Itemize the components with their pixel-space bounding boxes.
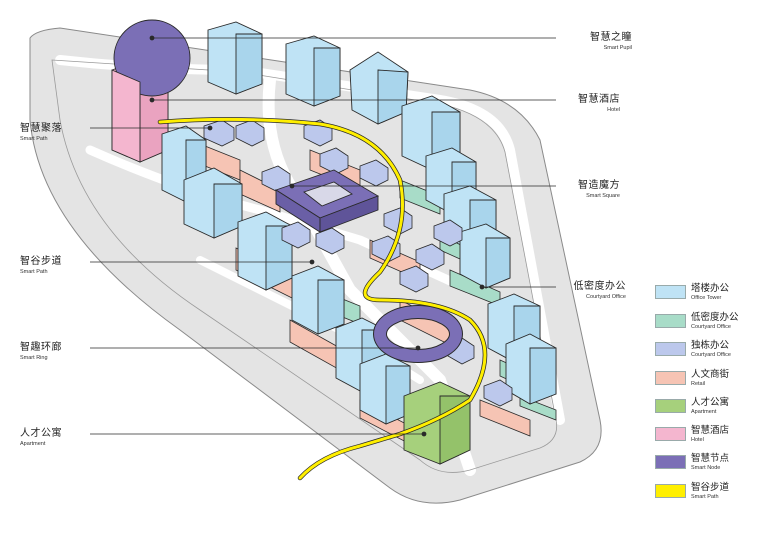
callout-zh: 人才公寓 bbox=[20, 428, 62, 439]
legend-en: Apartment bbox=[691, 408, 717, 415]
callout-zh: 智慧之瞳 bbox=[590, 32, 632, 43]
callout-zh: 智慧酒店 bbox=[578, 94, 620, 105]
apartment-tower bbox=[403, 381, 471, 465]
callout-en: Smart Square bbox=[586, 193, 620, 199]
legend-zh: 人才公寓 bbox=[691, 397, 730, 408]
legend-swatch bbox=[655, 427, 686, 441]
legend-en: Office Tower bbox=[691, 294, 722, 301]
callout-courtyard-office: 低密度办公 Courtyard Office bbox=[560, 281, 627, 301]
callout-zh: 智造魔方 bbox=[578, 180, 620, 191]
callout-smart-ring: 智趣环廊 Smart Ring bbox=[20, 343, 90, 362]
callout-apartment: 人才公寓 Apartment bbox=[20, 429, 90, 448]
legend-en: Retail bbox=[691, 380, 706, 387]
legend-swatch bbox=[655, 314, 686, 328]
callout-zh: 智谷步道 bbox=[20, 256, 62, 267]
smart-pupil-sphere bbox=[113, 19, 191, 97]
legend-swatch bbox=[655, 484, 686, 498]
legend-swatch bbox=[655, 342, 686, 356]
callout-en: Courtyard Office bbox=[586, 294, 626, 300]
single-offices bbox=[203, 119, 513, 407]
legend-en: Smart Node bbox=[691, 464, 721, 471]
callout-leaders bbox=[90, 35, 556, 437]
callout-zh: 智慧聚落 bbox=[20, 123, 62, 134]
legend-zh: 独栋办公 bbox=[691, 340, 730, 351]
legend-zh: 智慧酒店 bbox=[691, 425, 730, 436]
smart-ring bbox=[373, 305, 463, 363]
legend-zh: 智谷步道 bbox=[691, 482, 730, 493]
north-towers bbox=[207, 21, 461, 171]
legend-en: Courtyard Office bbox=[691, 351, 731, 358]
smart-square bbox=[274, 169, 380, 233]
legend-zh: 人文商街 bbox=[691, 369, 730, 380]
callout-smart-pupil: 智慧之瞳 Smart Pupil bbox=[560, 33, 632, 52]
callout-smart-cluster: 智慧聚落 Smart Path bbox=[20, 124, 90, 143]
legend-zh: 塔楼办公 bbox=[691, 283, 730, 294]
callout-en: Smart Pupil bbox=[603, 45, 632, 51]
legend-en: Courtyard Office bbox=[691, 323, 731, 330]
callout-en: Apartment bbox=[20, 441, 46, 447]
smart-path-fill bbox=[158, 117, 487, 480]
legend-swatch bbox=[655, 399, 686, 413]
callout-en: Smart Path bbox=[20, 269, 48, 275]
legend-swatch bbox=[655, 455, 686, 469]
legend-zh: 低密度办公 bbox=[691, 312, 739, 323]
callout-smart-square: 智造魔方 Smart Square bbox=[560, 181, 620, 200]
hotel-tower-front bbox=[111, 69, 141, 163]
callout-zh: 智趣环廊 bbox=[20, 342, 62, 353]
legend-swatch bbox=[655, 371, 686, 385]
callout-zh: 低密度办公 bbox=[573, 281, 626, 292]
legend-zh: 智慧节点 bbox=[691, 453, 730, 464]
legend-en: Hotel bbox=[691, 436, 704, 443]
callout-smart-path: 智谷步道 Smart Path bbox=[20, 257, 90, 276]
callout-hotel: 智慧酒店 Hotel bbox=[560, 95, 620, 114]
callout-en: Smart Ring bbox=[20, 355, 48, 361]
legend-en: Smart Path bbox=[691, 493, 719, 500]
callout-en: Smart Path bbox=[20, 136, 48, 142]
callout-en: Hotel bbox=[607, 107, 620, 113]
legend-swatch bbox=[655, 285, 686, 299]
